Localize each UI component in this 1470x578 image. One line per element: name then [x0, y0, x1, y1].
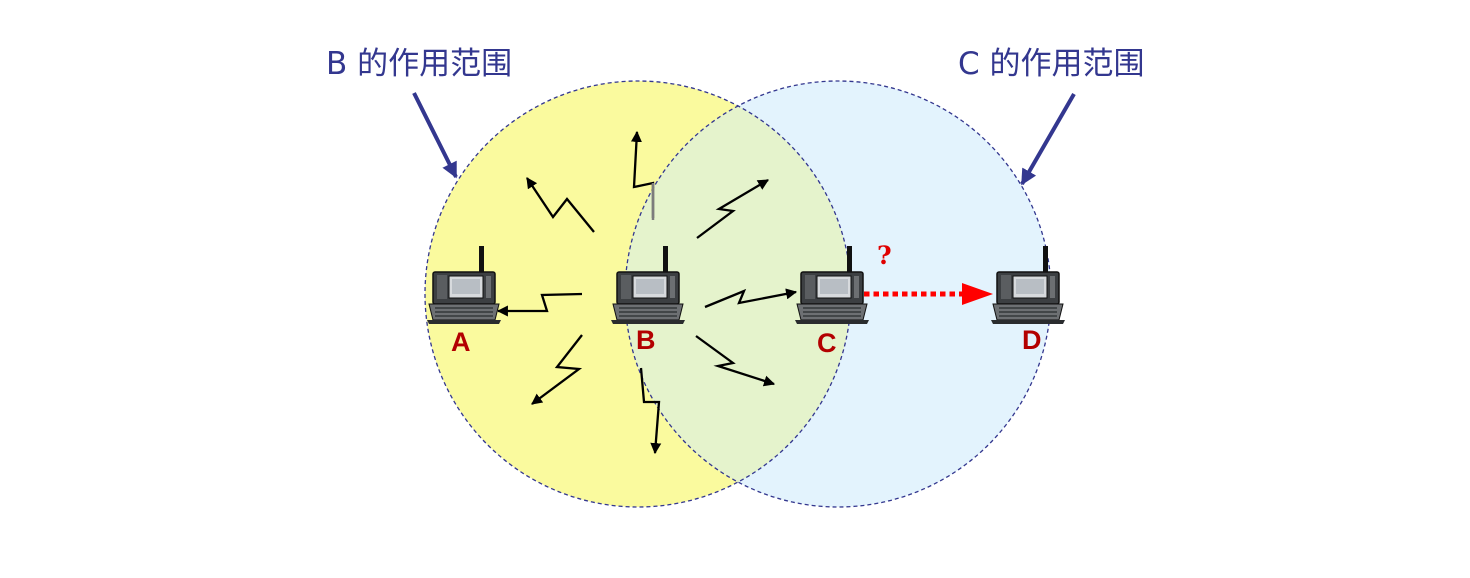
signal-bolt-right: [704, 288, 798, 309]
signal-bolt-down: [639, 367, 662, 455]
c-range-label: C 的作用范围: [958, 46, 1145, 82]
node-label-b: B: [636, 325, 656, 355]
c-range-pointer: [1020, 92, 1076, 186]
node-label-d: D: [1022, 325, 1042, 355]
b-range-pointer: [412, 92, 458, 179]
hidden-terminal-arrowhead: [962, 283, 993, 305]
node-label-a: A: [451, 327, 471, 357]
signal-bolts: [496, 130, 798, 455]
signal-bolt-lower-right: [695, 335, 776, 387]
signal-bolt-left: [496, 292, 583, 317]
signal-bolt-upper-left: [526, 177, 595, 233]
b-range-label: B 的作用范围: [326, 46, 512, 82]
node-label-c: C: [817, 328, 837, 358]
signal-bolt-lower-left: [531, 334, 583, 405]
signal-bolt-upper-right: [696, 179, 769, 239]
question-mark: ?: [877, 241, 892, 270]
